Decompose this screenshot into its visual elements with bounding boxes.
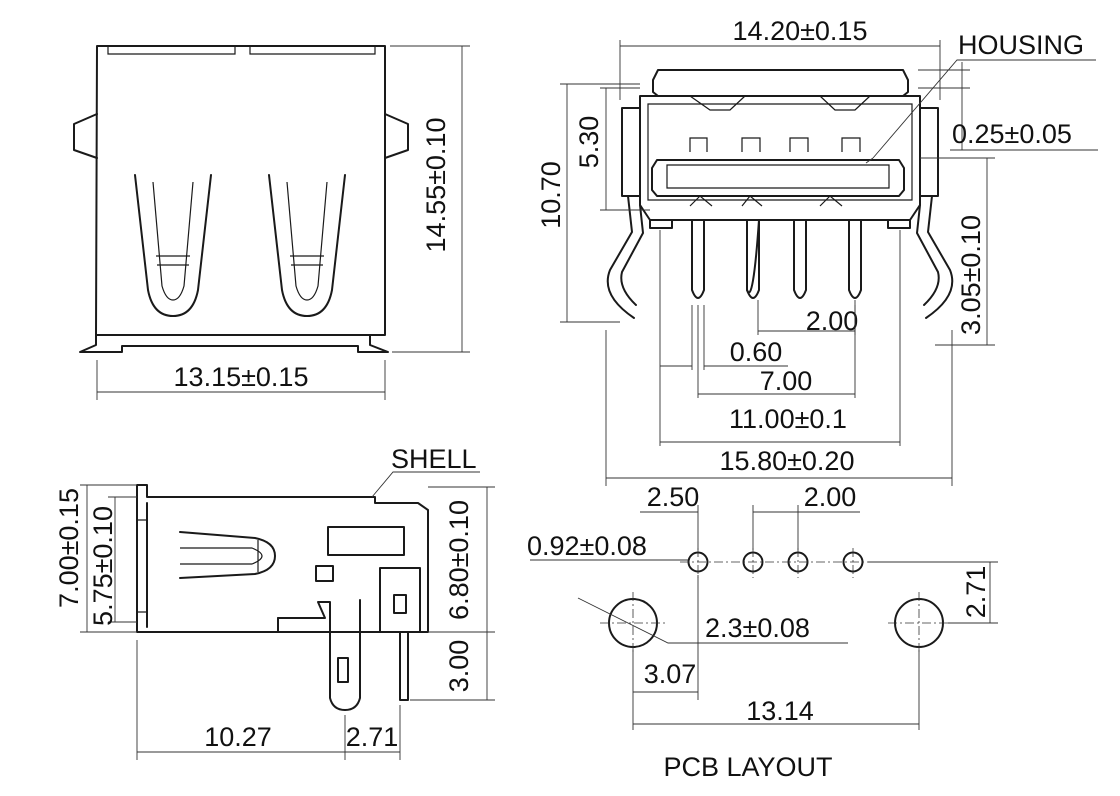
dim-front-pin-span-label: 7.00: [760, 366, 813, 396]
front-view-pins: [691, 219, 862, 299]
dim-pcb-hole-offset-label: 3.07: [644, 659, 697, 689]
dim-housing-thickness-label: 0.25±0.05: [952, 119, 1072, 149]
dim-front-pin-width: 0.60: [660, 305, 788, 370]
dim-pcb-hole-span: 13.14: [632, 650, 920, 730]
callout-shell: SHELL: [371, 444, 480, 498]
dim-pcb-pitch-label: 2.00: [804, 482, 857, 512]
top-view: 13.15±0.15 14.55±0.10: [73, 45, 470, 400]
dim-side-depth-label: 10.27: [204, 722, 272, 752]
front-view: 14.20±0.15 HOUSING 0.25±0.05 10.70 5.30 …: [536, 16, 1098, 486]
dim-front-total-span-label: 15.80±0.20: [720, 446, 855, 476]
dim-front-pin-pitch-label: 2.00: [806, 306, 859, 336]
dim-side-overall-height-label: 7.00±0.15: [54, 488, 84, 608]
dim-front-width: 14.20±0.15: [619, 16, 941, 100]
dim-housing-thickness: 0.25±0.05: [918, 62, 1098, 151]
dim-top-width: 13.15±0.15: [96, 360, 386, 400]
dim-front-boardlock-span: 11.00±0.1: [659, 230, 901, 446]
dim-front-boardlock-span-label: 11.00±0.1: [729, 404, 847, 434]
shell-label: SHELL: [391, 444, 477, 474]
top-view-contact-right: [268, 174, 346, 317]
dim-side-body-height-label: 5.75±0.10: [88, 506, 118, 626]
housing-label: HOUSING: [958, 30, 1084, 60]
dim-pcb-pitch: 2.00: [753, 482, 860, 550]
dim-front-pin-pitch: 2.00: [757, 300, 859, 336]
dim-front-width-label: 14.20±0.15: [733, 16, 868, 46]
dim-side-pin-length-label: 3.00: [444, 640, 474, 693]
dim-front-pin-span: 7.00: [697, 305, 856, 398]
dim-pcb-row-gap-label: 2.71: [961, 566, 991, 619]
dim-side-shell-height-label: 6.80±0.10: [444, 500, 474, 620]
side-view: SHELL 7.00±0.15 5.75±0.10 6.80±0.10 3.00…: [54, 444, 495, 760]
dim-pcb-pin-start: 2.50: [640, 482, 754, 550]
dim-pcb-row-gap: 2.71: [868, 561, 998, 624]
dim-front-pin-height-label: 3.05±0.10: [956, 215, 986, 335]
pcb-layout-title: PCB LAYOUT: [663, 752, 832, 782]
dim-pcb-pin-hole: 0.92±0.08: [527, 531, 688, 561]
dim-front-upper-height: 5.30: [574, 87, 650, 211]
dim-side-overall-height: 7.00±0.15: [54, 484, 137, 633]
dim-top-height-label: 14.55±0.10: [421, 118, 451, 253]
dim-side-depth: 10.27 2.71: [136, 640, 401, 760]
dim-front-total-span: 15.80±0.20: [605, 330, 953, 486]
dim-pcb-mount-hole-label: 2.3±0.08: [705, 613, 810, 643]
dim-pcb-hole-span-label: 13.14: [746, 696, 814, 726]
dim-front-upper-height-label: 5.30: [574, 116, 604, 169]
pcb-layout: 2.50 2.00 0.92±0.08 2.3±0.08 2.71 3.07 1…: [527, 482, 998, 782]
dim-side-pin-offset-label: 2.71: [346, 722, 399, 752]
dim-pcb-mount-hole: 2.3±0.08: [577, 597, 848, 644]
dim-side-pin-length: 3.00: [410, 632, 495, 701]
dim-front-height-label: 10.70: [536, 161, 566, 229]
callout-housing: HOUSING: [865, 30, 1096, 164]
dim-pcb-hole-offset: 3.07: [632, 575, 699, 700]
dim-front-pin-height: 3.05±0.10: [920, 157, 995, 346]
dim-pcb-pin-start-label: 2.50: [647, 482, 700, 512]
dim-front-height: 10.70: [536, 83, 640, 323]
dim-front-pin-width-label: 0.60: [730, 337, 783, 367]
dim-side-body-height: 5.75±0.10: [88, 496, 137, 626]
dim-pcb-pin-hole-label: 0.92±0.08: [527, 531, 647, 561]
dim-top-width-label: 13.15±0.15: [174, 362, 309, 392]
dim-side-shell-height: 6.80±0.10: [428, 486, 495, 633]
top-view-contact-left: [134, 174, 212, 317]
dim-top-height: 14.55±0.10: [390, 45, 470, 353]
